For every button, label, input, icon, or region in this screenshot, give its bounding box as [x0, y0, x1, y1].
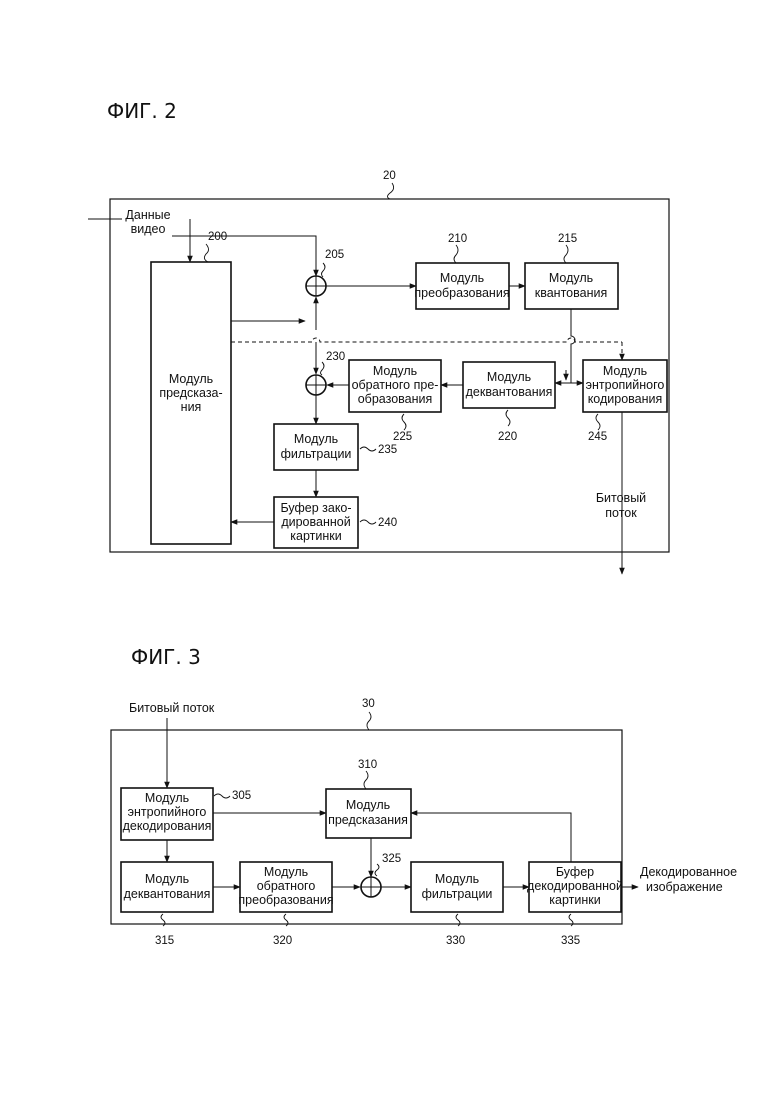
fig2-input-label: Данныевидео	[125, 208, 170, 236]
fig3-entropy-leader	[214, 794, 230, 798]
fig3-input-label: Битовый поток	[129, 701, 215, 715]
fig3-ref-prediction: 310	[358, 759, 377, 771]
fig2-entropy-leader	[596, 414, 600, 430]
fig2-quant-down	[571, 309, 575, 383]
fig2-quant-leader	[564, 245, 568, 263]
fig2-prediction-leader	[204, 244, 208, 262]
fig3-ref-device: 30	[362, 698, 375, 710]
fig2-buffer-leader	[360, 520, 376, 524]
fig2-adder230-leader	[321, 362, 325, 375]
fig3-prediction-leader	[364, 771, 368, 789]
fig2-prediction-info-line	[231, 338, 622, 342]
fig2-transform-leader	[454, 245, 458, 263]
fig2-ref-entropy: 245	[588, 431, 607, 443]
fig3-output-label: Декодированноеизображение	[640, 865, 737, 894]
fig3-ref-dequant: 315	[155, 935, 174, 947]
fig3-ref-filter: 330	[446, 935, 465, 947]
fig2-ref-dequant: 220	[498, 431, 517, 443]
fig2-filter-leader	[360, 447, 376, 451]
fig2-dequant-leader	[506, 410, 510, 426]
fig2-ref-device: 20	[383, 170, 396, 182]
fig2-ref-adder230: 230	[326, 351, 345, 363]
fig2-ref-adder205: 205	[325, 249, 344, 261]
fig2-ref-buffer: 240	[378, 517, 397, 529]
fig3-ref-inverse: 320	[273, 935, 292, 947]
fig2-diagram: 20 Данныевидео Модульпредсказа-ния 200 2…	[88, 170, 669, 574]
fig2-adder205-leader	[322, 263, 326, 277]
fig2-output-label: Битовыйпоток	[596, 491, 646, 520]
fig2-ref-filter: 235	[378, 444, 397, 456]
fig2-ref-inverse: 225	[393, 431, 412, 443]
fig3-ref-buffer: 335	[561, 935, 580, 947]
fig3-frame-leader	[367, 712, 371, 730]
fig3-adder-leader	[375, 864, 379, 876]
fig3-diagram: 30 Битовый поток Модульэнтропийногодекод…	[111, 698, 737, 947]
fig2-buffer-label: Буфер зако-дированнойкартинки	[280, 501, 351, 543]
fig2-ref-transform: 210	[448, 233, 467, 245]
fig2-inverse-leader	[402, 414, 406, 430]
fig3-buffer-to-prediction	[411, 813, 571, 862]
fig3-ref-entropy: 305	[232, 790, 251, 802]
fig2-frame-leader	[388, 183, 394, 199]
fig2-ref-prediction: 200	[208, 231, 227, 243]
fig2-ref-quantization: 215	[558, 233, 577, 245]
fig3-ref-adder: 325	[382, 853, 401, 865]
